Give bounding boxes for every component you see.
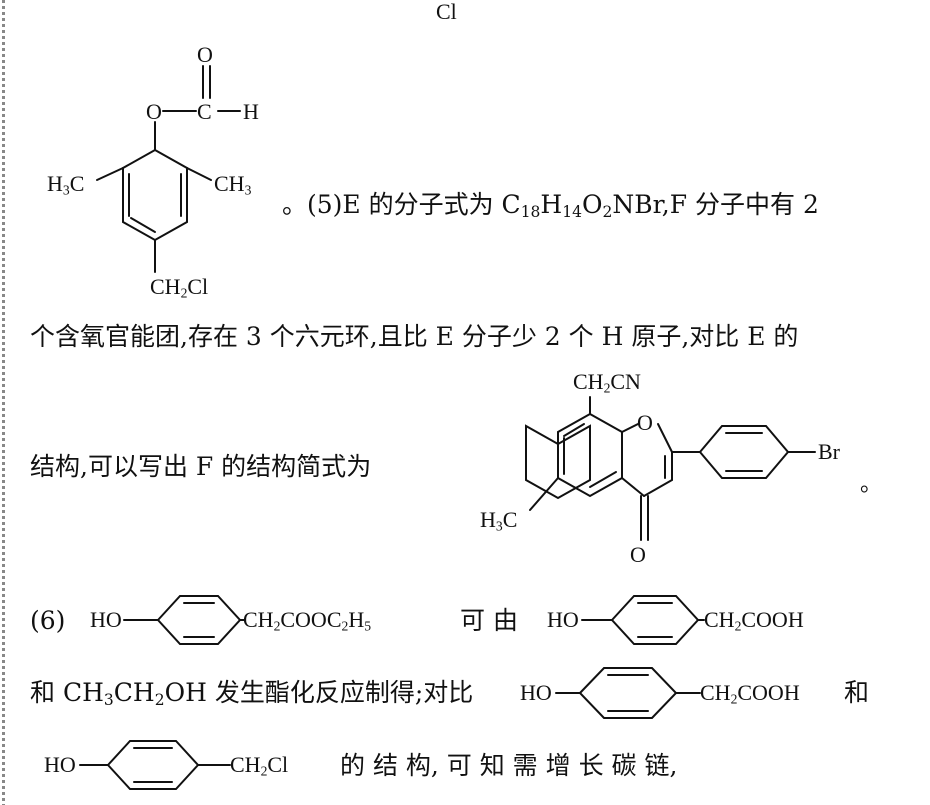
- m4-left: HO: [44, 752, 76, 777]
- sF-br: Br: [818, 439, 840, 464]
- top-cl-label: Cl: [436, 0, 457, 24]
- sF-o-ring: O: [637, 410, 653, 435]
- para6-label: (6): [30, 606, 66, 635]
- para5-line2: 个含氧官能团,存在 3 个六元环,且比 E 分子少 2 个 H 原子,对比 E …: [30, 322, 799, 351]
- s1-ch2cl: CH2Cl: [150, 274, 209, 301]
- s1-o-top: O: [197, 42, 213, 67]
- s1-o-ester: O: [146, 99, 162, 124]
- sF-period: 。: [860, 471, 883, 496]
- para5-line3: 结构,可以写出 F 的结构简式为: [30, 452, 372, 481]
- sF-h3c: H3C: [480, 507, 518, 534]
- s1-h: H: [243, 99, 259, 124]
- m1-left: HO: [90, 607, 122, 632]
- s1-ch3-left: H3C: [47, 171, 85, 198]
- para5-line1: 。(5)E 的分子式为 C18H14O2NBr,F 分子中有 2: [282, 190, 819, 221]
- sF-o-keto: O: [630, 542, 646, 567]
- para6-line3-text: 的 结 构, 可 知 需 增 长 碳 链,: [340, 751, 678, 780]
- para6-line2-text: 和 CH3CH2OH 发生酯化反应制得;对比: [30, 678, 474, 709]
- can-by: 可 由: [460, 606, 518, 635]
- m2-right: CH2COOH: [704, 607, 804, 634]
- m2-left: HO: [547, 607, 579, 632]
- s1-c-carbonyl: C: [197, 99, 212, 124]
- page-edge-dotted: [2, 0, 5, 805]
- m3-right: CH2COOH: [700, 680, 800, 707]
- s1-ch3-right: CH3: [214, 171, 252, 198]
- para6-and: 和: [844, 678, 870, 707]
- sF-ch2cn: CH2CN: [573, 369, 641, 396]
- m3-left: HO: [520, 680, 552, 705]
- m1-right: CH2COOC2H5: [243, 607, 372, 634]
- m4-right: CH2Cl: [230, 752, 289, 779]
